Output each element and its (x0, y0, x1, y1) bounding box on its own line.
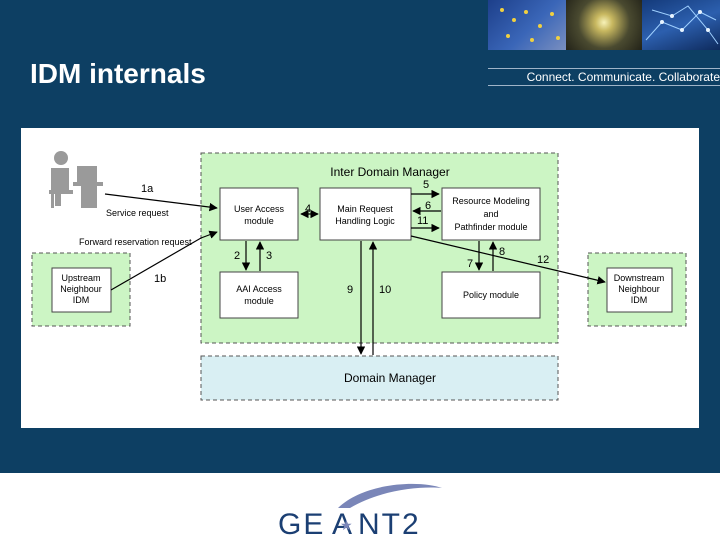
step-3-label: 3 (266, 250, 272, 262)
step-10-label: 10 (379, 284, 391, 296)
logo-text-left: GE (278, 508, 325, 540)
logo-text-mid: A (332, 508, 352, 540)
aai-access-module-box (219, 271, 299, 319)
eu-flag-photo (488, 0, 566, 50)
policy-module-label: Policy module (463, 290, 519, 300)
step-4-label: 4 (305, 203, 311, 215)
logo-swoosh (338, 483, 442, 508)
network-photo (642, 0, 720, 50)
step-9-label: 9 (347, 284, 353, 296)
step-12-label: 12 (537, 254, 549, 266)
tagline: Connect. Communicate. Collaborate (488, 68, 720, 86)
upstream-idm-label-1: Upstream (61, 273, 100, 283)
step-2-label: 2 (234, 250, 240, 262)
main-request-logic-label-1: Main Request (337, 204, 393, 214)
resource-modeling-label-2: and (483, 209, 498, 219)
logo-star-icon: ★ (340, 517, 353, 533)
aai-access-module-label-2: module (244, 296, 274, 306)
geant2-logo: GE A ★ NT2 (278, 483, 442, 540)
lightbulb-photo (566, 0, 642, 50)
resource-modeling-label-3: Pathfinder module (454, 222, 527, 232)
main-request-logic-label-2: Handling Logic (335, 216, 395, 226)
diagram-panel: Inter Domain Manager Domain Manager User… (21, 128, 699, 428)
step-6-label: 6 (425, 200, 431, 212)
downstream-idm-label-2: Neighbour (618, 284, 660, 294)
main-request-logic-box (319, 187, 412, 241)
aai-access-module-label-1: AAI Access (236, 284, 282, 294)
arrow-1b (110, 230, 218, 291)
domain-manager-label: Domain Manager (344, 371, 436, 385)
upstream-idm-label-3: IDM (73, 295, 90, 305)
downstream-idm-box (606, 267, 673, 313)
domain-manager-region (200, 355, 559, 401)
inter-domain-manager-label: Inter Domain Manager (330, 165, 449, 179)
user-access-module-box (219, 187, 299, 241)
step-1a-label: 1a (141, 183, 154, 195)
forward-reservation-request-label: Forward reservation request (79, 237, 192, 247)
downstream-idm-label-1: Downstream (614, 273, 665, 283)
arrow-1a (104, 193, 218, 212)
user-access-module-label-2: module (244, 216, 274, 226)
header-photo-strip (488, 0, 720, 50)
service-request-label: Service request (106, 208, 169, 218)
upstream-idm-box (51, 267, 112, 313)
logo-text-right: NT2 (358, 508, 421, 540)
resource-modeling-box (441, 187, 541, 241)
slide-title: IDM internals (30, 58, 206, 89)
step-1b-label: 1b (154, 273, 166, 285)
eu-stars-image (500, 8, 560, 42)
network-lines-image (645, 5, 719, 45)
idm-diagram: Inter Domain Manager Domain Manager User… (31, 151, 687, 401)
step-11-label: 11 (417, 215, 428, 227)
user-access-module-label-1: User Access (234, 204, 285, 214)
step-7-label: 7 (467, 258, 473, 270)
downstream-idm-label-3: IDM (631, 295, 648, 305)
policy-module-box (441, 271, 541, 319)
resource-modeling-label-1: Resource Modeling (452, 196, 530, 206)
arrow-12 (410, 235, 606, 285)
step-8-label: 8 (499, 246, 505, 258)
upstream-idm-label-2: Neighbour (60, 284, 102, 294)
step-5-label: 5 (423, 179, 429, 191)
user-computer-icon (49, 151, 103, 208)
